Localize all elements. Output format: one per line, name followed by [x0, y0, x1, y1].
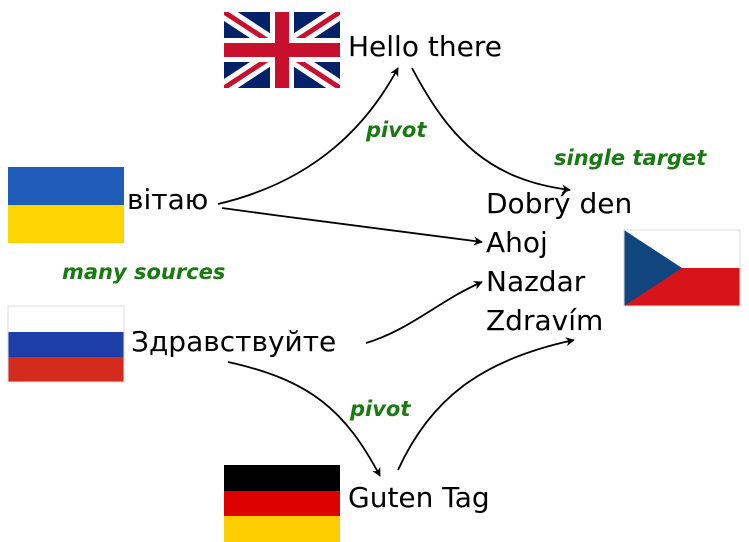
edge-german-czech — [397, 337, 575, 471]
russia-flag-icon — [7, 305, 125, 383]
uk-flag-icon — [224, 12, 340, 88]
pivot-annotation-bottom: pivot — [349, 397, 411, 421]
pivot-annotation-top: pivot — [365, 118, 427, 142]
edge-russian-german — [227, 361, 381, 477]
russian-label: Здравствуйте — [131, 325, 336, 358]
czech-line-3: Nazdar — [486, 265, 586, 298]
edge-ukrainian-czech — [221, 207, 483, 246]
czech-line-1: Dobrý den — [486, 187, 632, 220]
germany-flag-icon — [224, 465, 340, 542]
ukraine-flag-icon — [8, 167, 124, 243]
ukrainian-label: вітаю — [127, 183, 208, 216]
german-label: Guten Tag — [348, 481, 490, 514]
english-label: Hello there — [348, 30, 502, 63]
edge-english-czech — [411, 67, 571, 194]
czech-line-2: Ahoj — [486, 226, 548, 259]
many-sources-annotation: many sources — [62, 260, 225, 284]
czech-flag-icon — [623, 229, 741, 307]
czech-line-4: Zdravím — [486, 304, 603, 337]
edge-russian-czech — [365, 281, 483, 344]
single-target-annotation: single target — [554, 146, 707, 170]
edge-ukrainian-english — [217, 67, 399, 205]
